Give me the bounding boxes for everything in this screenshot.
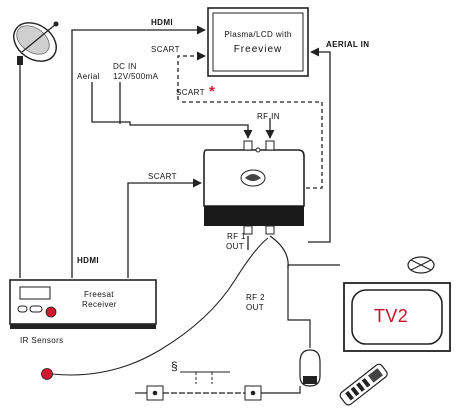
freesat-receiver [9,279,157,329]
section-mark: § [171,359,179,373]
ir-sensors-label: IR Sensors [20,336,64,345]
freesat-label: Freesat [84,290,114,299]
hdmi-top-label: HDMI [151,18,174,27]
wall-socket-right [244,385,262,401]
splitter-icon [299,349,321,387]
dc-in-label: DC IN [113,62,137,71]
scart-receiver-label: SCART [148,172,177,181]
freeview-box [203,140,305,235]
lamp-icon [407,256,435,274]
satellite-dish-icon [13,21,59,65]
tv-label-line2: Freeview [233,44,283,55]
remote-control-icon [339,363,388,406]
aerial-label: Aerial [77,72,100,81]
rf1-out-label: OUT [226,242,245,251]
rf2-out-label: OUT [246,303,265,312]
wall-socket-left [146,385,164,401]
rf-in-label: RF IN [257,112,280,121]
ir-sensor-receiver [45,306,57,318]
aerial-in-label: AERIAL IN [326,40,370,49]
scart-mid-label: SCART [176,88,205,97]
tv2 [343,282,451,352]
scart-top-label: SCART [151,45,180,54]
rf2-label: RF 2 [246,293,265,302]
tv-label-line1: Plasma/LCD with [224,30,292,39]
ir-sensor-remote [41,237,269,380]
scart-asterisk: * [209,83,215,100]
receiver-label: Receiver [82,300,117,309]
plasma-lcd-tv [207,7,309,77]
hdmi-left-label: HDMI [77,256,100,265]
dc-in-spec-label: 12V/500mA [113,72,159,81]
rf1-label: RF 1 [227,232,246,241]
tv2-label: TV2 [374,306,409,326]
